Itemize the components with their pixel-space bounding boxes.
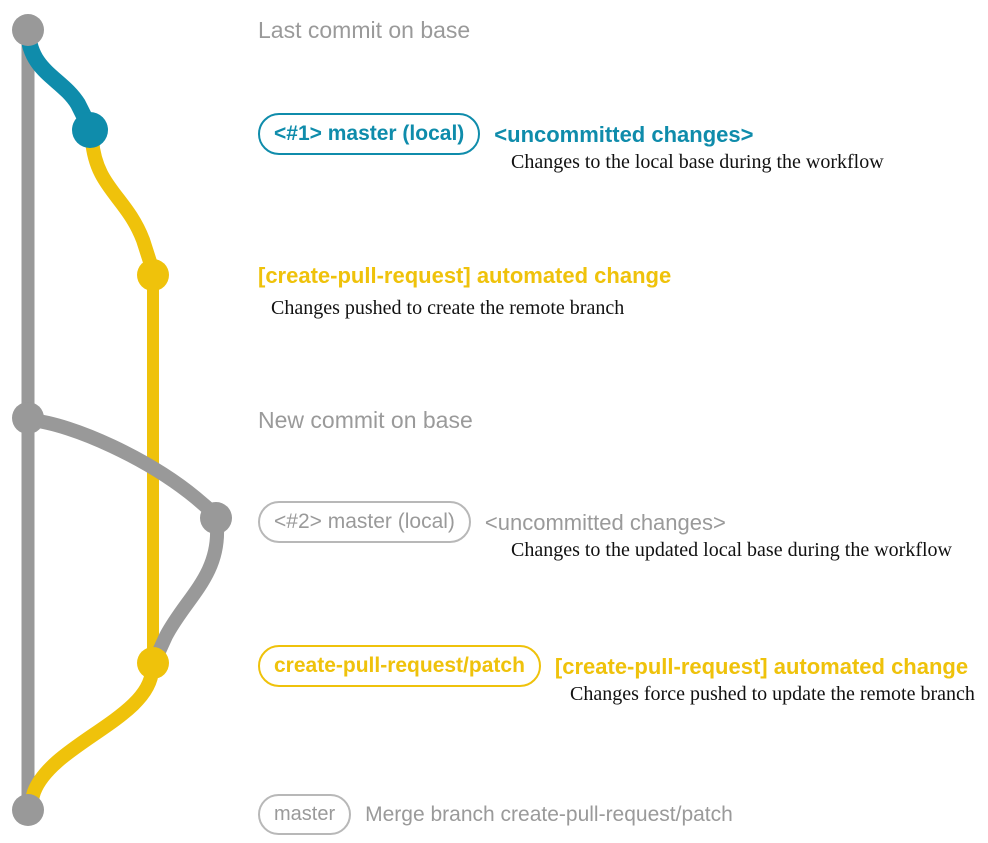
branch-pill-local-2[interactable]: <#2> master (local) [258,501,471,543]
node-merge-commit[interactable] [12,794,44,826]
row-local-1: <#1> master (local) <uncommitted changes… [258,113,753,155]
node-automated-change-2[interactable] [137,647,169,679]
local-branch-line-1 [20,24,96,132]
row-merge: master Merge branch create-pull-request/… [258,794,733,835]
merge-line [23,663,159,813]
row-local-2: <#2> master (local) <uncommitted changes… [258,501,726,543]
node-local-uncommitted-1[interactable] [72,112,108,148]
local-branch-line-2 [23,413,217,517]
label-last-commit-on-base: Last commit on base [258,17,471,43]
remote-branch-line-1 [85,133,159,275]
commit-subject-local-2: <uncommitted changes> [484,510,726,535]
commit-subject-local-1: <uncommitted changes> [494,122,754,147]
commit-description-automated-2: Changes force pushed to update the remot… [570,683,975,705]
local-to-remote-line-2 [149,521,225,665]
commit-subject-automated-2: [create-pull-request] automated change [554,654,969,679]
row-automated-2: create-pull-request/patch [create-pull-r… [258,645,968,687]
node-base-last-commit[interactable] [12,14,44,46]
commit-subject-automated-1: [create-pull-request] automated change [258,263,672,288]
node-local-uncommitted-2[interactable] [200,502,232,534]
commit-description-local-2: Changes to the updated local base during… [511,539,952,561]
label-new-commit-on-base: New commit on base [258,407,473,433]
branch-pill-master[interactable]: master [258,794,352,835]
node-automated-change-1[interactable] [137,259,169,291]
commit-subject-merge: Merge branch create-pull-request/patch [365,803,733,826]
branch-pill-local-1[interactable]: <#1> master (local) [258,113,481,155]
commit-description-automated-1: Changes pushed to create the remote bran… [271,297,625,319]
commit-description-local-1: Changes to the local base during the wor… [511,151,884,173]
branch-pill-create-pull-request-patch[interactable]: create-pull-request/patch [258,645,541,687]
node-base-new-commit[interactable] [12,402,44,434]
